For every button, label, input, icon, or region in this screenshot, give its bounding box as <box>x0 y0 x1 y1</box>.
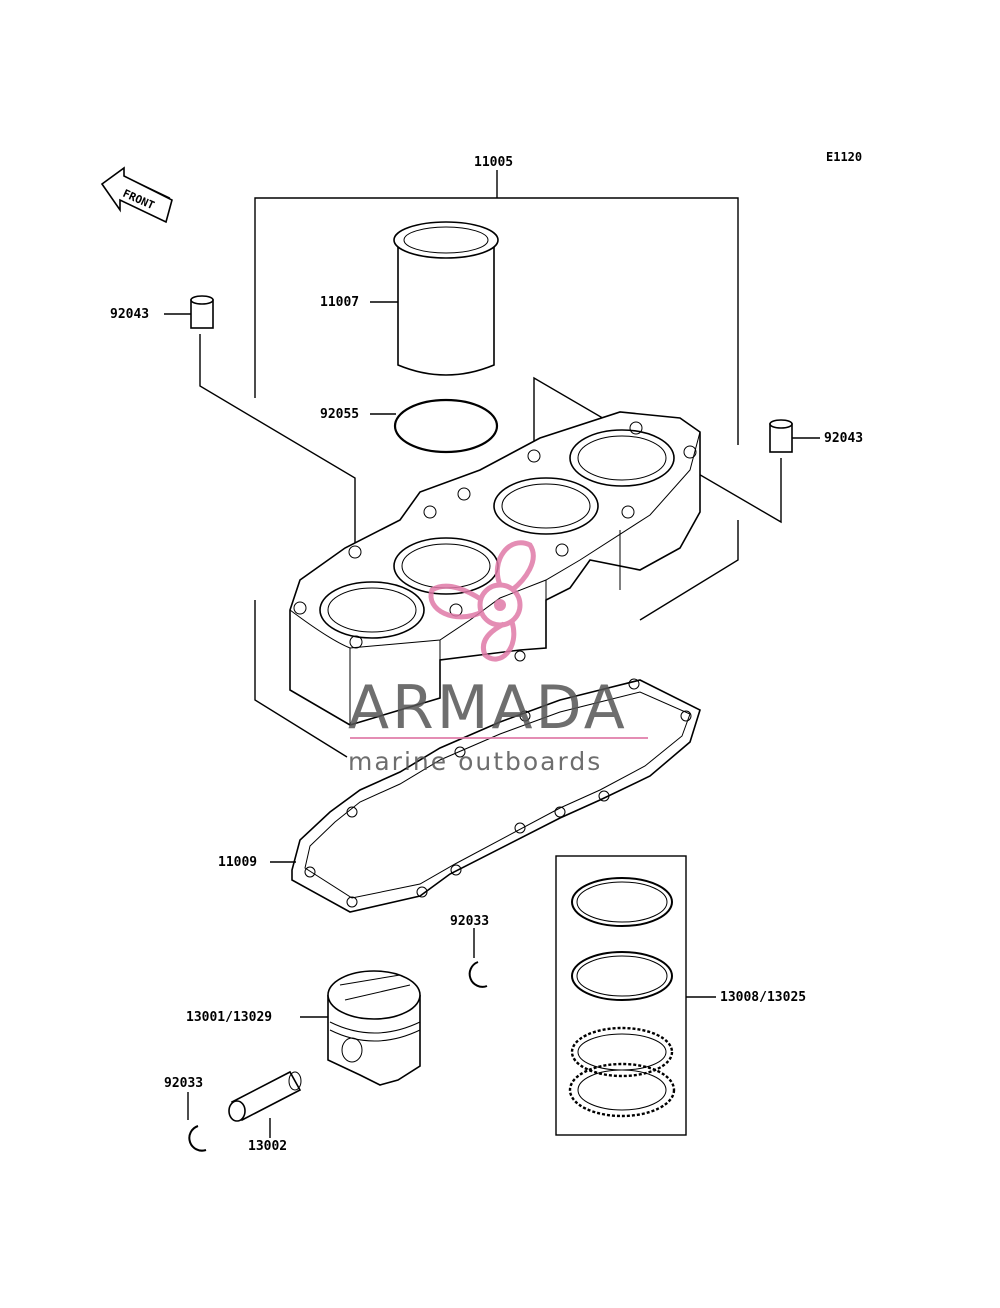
cylinder-liner <box>393 221 499 376</box>
label-dowel-right: 92043 <box>824 431 863 446</box>
armada-watermark: ARMADA marine outboards <box>348 540 648 776</box>
cylinder-block-bracket <box>254 170 739 758</box>
label-cylinder-block: 11005 <box>474 155 513 170</box>
circlip-upper <box>468 961 488 988</box>
label-ring-set: 13008/13025 <box>720 990 806 1005</box>
label-dowel-left: 92043 <box>110 307 149 322</box>
diagram-code: E1120 <box>826 150 862 164</box>
circlip-lower <box>188 1125 207 1152</box>
piston <box>327 970 421 1086</box>
label-piston: 13001/13029 <box>186 1010 272 1025</box>
label-piston-pin: 13002 <box>248 1139 287 1154</box>
label-head-gasket: 11009 <box>218 855 257 870</box>
propeller-logo-icon <box>428 540 536 662</box>
label-circlip-lower: 92033 <box>164 1076 203 1091</box>
watermark-tagline: marine outboards <box>348 747 602 776</box>
piston-pin <box>228 1070 302 1122</box>
label-o-ring: 92055 <box>320 407 359 422</box>
ring-set-box <box>555 855 687 1136</box>
label-liner: 11007 <box>320 295 359 310</box>
watermark-brand: ARMADA <box>348 673 628 743</box>
front-arrow-icon: FRONT <box>100 166 173 224</box>
o-ring <box>393 398 499 454</box>
piston-rings <box>568 877 676 1118</box>
label-circlip-upper: 92033 <box>450 914 489 929</box>
dowel-pin-right <box>769 419 793 453</box>
dowel-pin-left <box>190 295 214 329</box>
